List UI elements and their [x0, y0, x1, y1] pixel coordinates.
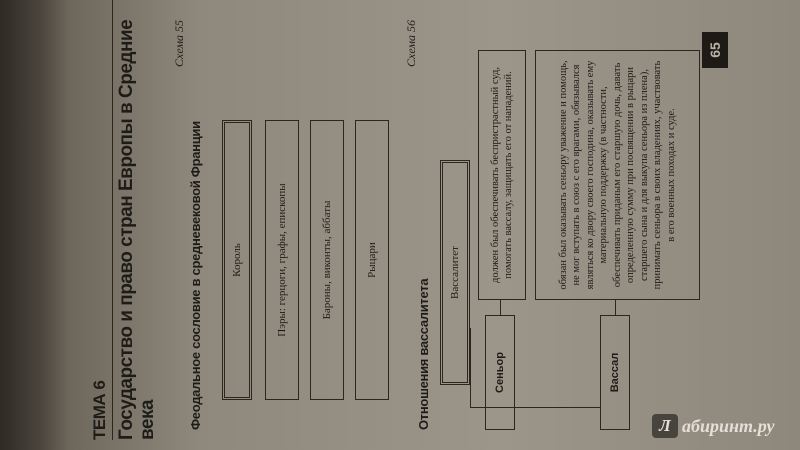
- labirint-logo-icon: Л: [652, 414, 678, 438]
- scheme-56-title: Отношения вассалитета: [416, 278, 431, 430]
- level-barons: Бароны, виконты, аббаты: [310, 120, 344, 400]
- watermark: Л абиринт.ру: [652, 414, 774, 438]
- senior-box: Сеньор: [485, 315, 515, 430]
- vassal-box: Вассал: [600, 315, 630, 430]
- level-king: Король: [222, 120, 252, 400]
- scheme-55-label: Схема 55: [172, 20, 186, 68]
- arrow-line: [500, 300, 501, 315]
- chapter-title: Государство и право стран Европы в Средн…: [116, 19, 158, 440]
- divider: [112, 0, 113, 440]
- vassalage-box: Вассалитет: [440, 160, 470, 385]
- page-number: 65: [702, 32, 728, 68]
- scheme-56-label: Схема 56: [404, 20, 418, 68]
- vassal-duties: обязан был оказывать сеньору уважение и …: [535, 50, 700, 300]
- level-knights: Рыцари: [355, 120, 389, 400]
- watermark-text: абиринт.ру: [682, 415, 775, 436]
- senior-duties: должен был обеспечивать беспристрастный …: [478, 50, 526, 300]
- topic-label: ТЕМА 6: [90, 380, 109, 440]
- arrow-line: [615, 300, 616, 315]
- connector-line: [470, 328, 471, 408]
- scheme-55-title: Феодальное сословие в средневековой Фран…: [188, 121, 203, 430]
- book-page: ТЕМА 6 Государство и право стран Европы …: [60, 0, 760, 440]
- level-peers: Пэры: герцоги, графы, епископы: [265, 120, 299, 400]
